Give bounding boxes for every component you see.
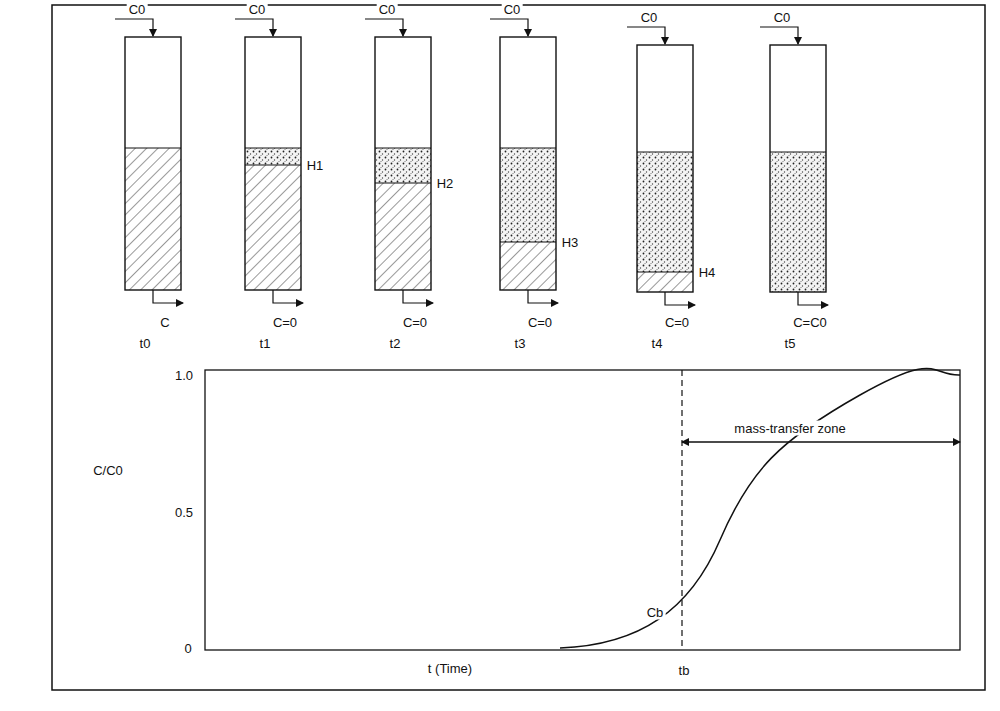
front-height: H2	[435, 176, 456, 191]
feed-label: C0	[127, 2, 148, 17]
outlet-label: C=0	[271, 315, 299, 330]
outlet-arrow	[528, 290, 558, 303]
outlet-arrow	[403, 290, 433, 303]
inlet-arrow	[627, 27, 665, 44]
saturated-zone	[500, 148, 556, 242]
feed-label: C0	[639, 10, 660, 25]
feed-label: C0	[247, 2, 268, 17]
outlet-arrow	[665, 292, 695, 305]
front-line	[245, 165, 301, 166]
time-marker: tb	[677, 663, 692, 678]
front-height: H1	[305, 158, 326, 173]
column-shell	[125, 37, 181, 290]
outlet-arrow	[273, 290, 303, 303]
outlet-label: C=C0	[791, 315, 829, 330]
axis-title: t (Time)	[426, 661, 474, 676]
inlet-arrow	[490, 19, 528, 36]
axis-tick: 0	[182, 641, 193, 656]
axis-title: C/C0	[91, 463, 125, 478]
time-label: t0	[138, 336, 153, 351]
inlet-arrow	[365, 19, 403, 36]
bed-top	[125, 148, 181, 149]
feed-label: C0	[377, 2, 398, 17]
inlet-arrow	[235, 19, 273, 36]
outer-frame	[52, 5, 985, 690]
saturated-zone	[770, 152, 826, 292]
curve-label: Cb	[645, 605, 666, 620]
bed-top	[637, 152, 693, 153]
time-label: t2	[388, 336, 403, 351]
fresh-adsorbent	[637, 272, 693, 292]
time-label: t3	[513, 336, 528, 351]
time-label: t5	[783, 336, 798, 351]
time-label: t4	[650, 336, 665, 351]
fresh-adsorbent	[500, 242, 556, 290]
front-height: H3	[560, 235, 581, 250]
column-shell	[245, 37, 301, 290]
fresh-adsorbent	[375, 183, 431, 290]
fresh-adsorbent	[245, 165, 301, 290]
front-line	[375, 183, 431, 184]
outlet-label: C=0	[526, 315, 554, 330]
column-shell	[375, 37, 431, 290]
column-shell	[500, 37, 556, 290]
column-shell	[770, 45, 826, 292]
saturated-zone	[245, 148, 301, 165]
columns	[115, 19, 828, 305]
saturated-zone	[375, 148, 431, 183]
feed-label: C0	[772, 10, 793, 25]
axis-tick: 0.5	[173, 505, 195, 520]
time-label: t1	[258, 336, 273, 351]
bed-top	[500, 148, 556, 149]
saturated-zone	[637, 152, 693, 272]
breakthrough-chart	[205, 368, 960, 650]
bed-top	[245, 148, 301, 149]
outlet-arrow	[153, 290, 183, 303]
fresh-adsorbent	[125, 148, 181, 290]
axis-tick: 1.0	[173, 368, 195, 383]
column-shell	[637, 45, 693, 292]
front-line	[637, 272, 693, 273]
front-line	[500, 242, 556, 243]
bed-top	[375, 148, 431, 149]
inlet-arrow	[760, 27, 798, 44]
feed-label: C0	[502, 2, 523, 17]
outlet-arrow	[798, 292, 828, 305]
zone-label: mass-transfer zone	[732, 421, 847, 436]
outlet-label: C=0	[401, 315, 429, 330]
front-height: H4	[697, 265, 718, 280]
bed-top	[770, 152, 826, 153]
outlet-label: C	[158, 315, 171, 330]
inlet-arrow	[115, 19, 153, 36]
outlet-label: C=0	[663, 315, 691, 330]
